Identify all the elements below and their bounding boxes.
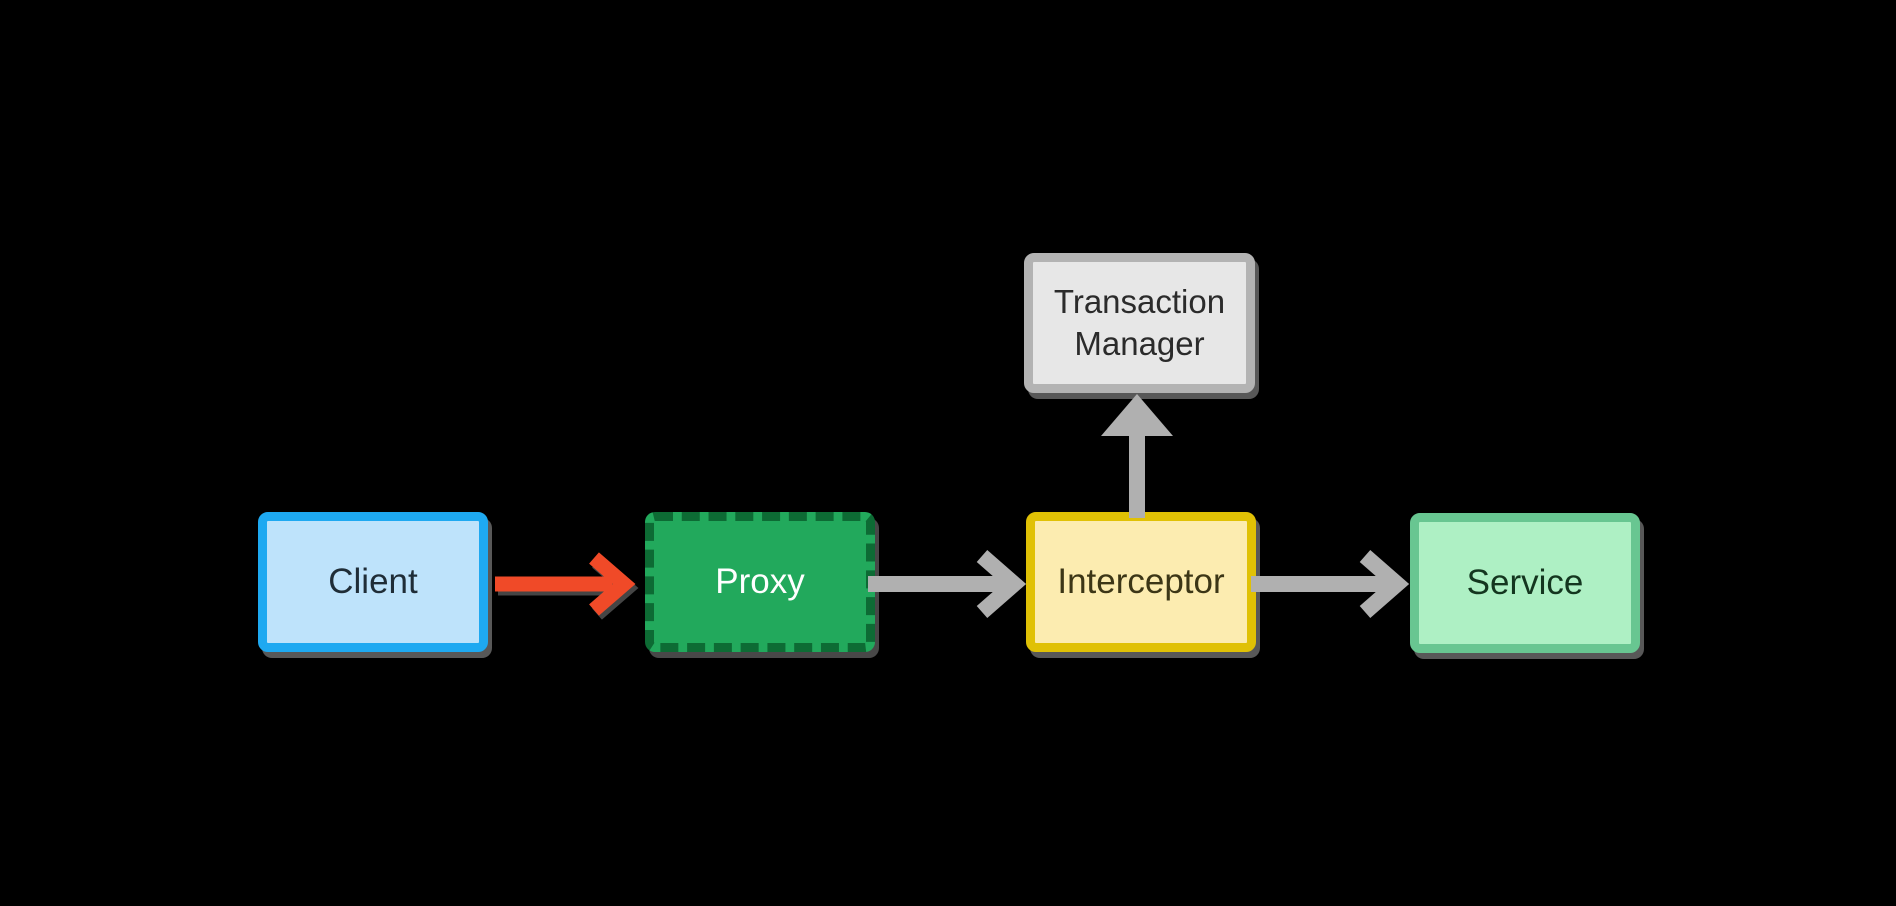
node-service-label: Service <box>1466 562 1584 602</box>
arrow-interceptor-to-service <box>1251 549 1410 619</box>
node-client-label: Client <box>328 561 418 601</box>
node-proxy[interactable]: Proxy <box>645 512 875 652</box>
node-service[interactable]: Service <box>1410 513 1640 653</box>
node-client[interactable]: Client <box>258 512 488 652</box>
arrow-interceptor-to-transaction-manager <box>1101 394 1173 518</box>
node-interceptor[interactable]: Interceptor <box>1026 512 1256 652</box>
node-proxy-label: Proxy <box>715 561 805 601</box>
node-transaction-manager-label: Transaction Manager <box>1053 282 1226 362</box>
node-transaction-manager[interactable]: Transaction Manager <box>1024 253 1255 393</box>
arrow-client-to-proxy <box>495 552 639 620</box>
node-interceptor-label: Interceptor <box>1057 561 1225 601</box>
arrow-proxy-to-interceptor <box>868 549 1027 619</box>
